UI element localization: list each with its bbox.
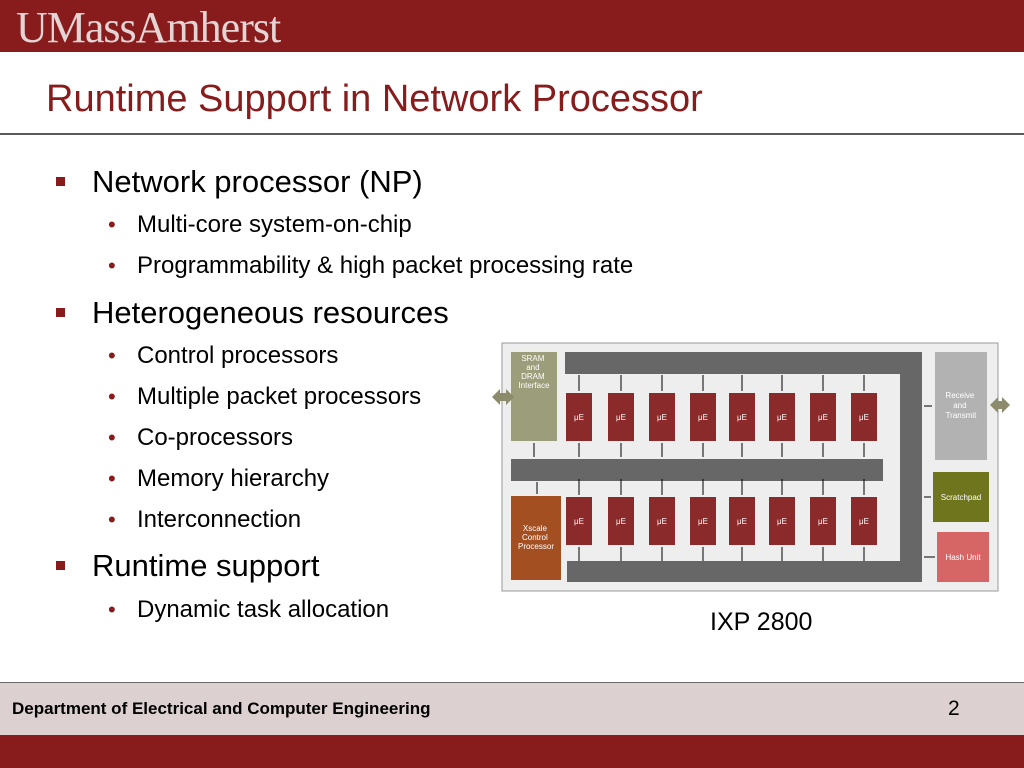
side-connectors — [533, 405, 935, 558]
bottom-row-microengine-1 — [566, 497, 592, 545]
bullet-list: Network processor (NP) • Multi-core syst… — [0, 0, 633, 660]
bullet-dot-icon: • — [108, 384, 116, 409]
sram-label-line-3: DRAM — [521, 372, 545, 381]
sub-bullet-memory-hierarchy: Memory hierarchy — [137, 465, 330, 492]
ixp2800-block-diagram: SRAM and DRAM Interface Xscale Control P… — [492, 342, 1010, 592]
bottom-banner — [0, 735, 1024, 768]
bullet-square-icon — [56, 177, 65, 186]
top-row-microengine-label-4: μE — [698, 413, 708, 422]
top-row-microengine-5 — [729, 393, 755, 441]
bullet-dot-icon: • — [108, 343, 116, 368]
top-row-microengine-label-8: μE — [859, 413, 869, 422]
xscale-label-line-1: Xscale — [523, 524, 548, 533]
top-row-microengine-6 — [769, 393, 795, 441]
bullet-dot-icon: • — [108, 507, 116, 532]
sub-bullet-dynamic-task-allocation: Dynamic task allocation — [137, 596, 390, 623]
rx-label-line-3: Transmit — [946, 411, 978, 420]
scratchpad-block — [933, 472, 989, 522]
bottom-row-microengine-4 — [690, 497, 716, 545]
microengine-row-bottom: μE μE μE μE μE μE μE μE — [566, 479, 877, 561]
footer-bar: Department of Electrical and Computer En… — [0, 683, 1024, 735]
sram-label: SRAM and DRAM Interface — [518, 354, 550, 390]
xscale-control-processor-block — [511, 496, 561, 580]
sub-bullet-control-processors: Control processors — [137, 342, 339, 369]
bullet-dot-icon: • — [108, 466, 116, 491]
middle-bus — [511, 459, 883, 481]
top-bus — [565, 352, 922, 374]
rx-label-line-1: Receive — [945, 391, 974, 400]
microengine-row-top: μE μE μE μE μE μE μE μE — [566, 375, 877, 457]
hash-unit-block — [937, 532, 989, 582]
bottom-row-microengine-label-1: μE — [574, 517, 584, 526]
bottom-row-microengine-8 — [851, 497, 877, 545]
top-row-microengine-2 — [608, 393, 634, 441]
bullet-square-icon — [56, 308, 65, 317]
bottom-row-microengine-label-7: μE — [818, 517, 828, 526]
top-row-microengine-3 — [649, 393, 675, 441]
footer-divider — [0, 682, 1024, 683]
top-row-microengine-8 — [851, 393, 877, 441]
sub-bullet-packet-processors: Multiple packet processors — [137, 383, 422, 410]
bottom-row-microengine-label-4: μE — [698, 517, 708, 526]
top-row-microengine-label-1: μE — [574, 413, 584, 422]
sub-bullet-programmability: Programmability & high packet processing… — [137, 252, 634, 279]
bottom-row-microengine-2 — [608, 497, 634, 545]
top-banner: UMassAmherst — [0, 0, 1024, 52]
bullet-runtime-support: Runtime support — [92, 548, 320, 583]
bullet-dot-icon: • — [108, 253, 116, 278]
slide-title: Runtime Support in Network Processor — [46, 78, 703, 120]
top-row-microengine-label-6: μE — [777, 413, 787, 422]
bottom-row-microengine-label-5: μE — [737, 517, 747, 526]
receive-transmit-block — [935, 352, 987, 460]
xscale-label: Xscale Control Processor — [518, 524, 554, 551]
figure-caption: IXP 2800 — [710, 608, 813, 636]
top-row-microengine-1 — [566, 393, 592, 441]
sub-bullet-coprocessors: Co-processors — [137, 424, 294, 451]
bottom-row-microengine-label-3: μE — [657, 517, 667, 526]
top-row-microengine-7 — [810, 393, 836, 441]
sub-bullet-interconnection: Interconnection — [137, 506, 302, 533]
department-name: Department of Electrical and Computer En… — [12, 699, 431, 718]
bottom-row-microengine-label-2: μE — [616, 517, 626, 526]
bottom-row-microengine-7 — [810, 497, 836, 545]
sram-label-line-2: and — [526, 363, 539, 372]
sram-label-line-1: SRAM — [521, 354, 544, 363]
sub-bullet-multicore: Multi-core system-on-chip — [137, 211, 412, 238]
bottom-row-microengine-label-6: μE — [777, 517, 787, 526]
top-row-microengine-label-3: μE — [657, 413, 667, 422]
right-external-arrow-icon — [990, 397, 1010, 413]
sram-dram-interface-block — [511, 352, 557, 441]
bottom-row-microengine-5 — [729, 497, 755, 545]
xscale-label-line-3: Processor — [518, 542, 554, 551]
rx-label: Receive and Transmit — [945, 391, 977, 420]
umass-logo: UMassAmherst — [16, 3, 281, 52]
bullet-square-icon — [56, 561, 65, 570]
bullet-dot-icon: • — [108, 425, 116, 450]
title-divider — [0, 133, 1024, 135]
scratchpad-label: Scratchpad — [941, 493, 981, 502]
bottom-row-microengine-3 — [649, 497, 675, 545]
left-external-arrow-icon — [492, 389, 514, 405]
page-number: 2 — [948, 697, 960, 720]
bullet-network-processor: Network processor (NP) — [92, 164, 423, 199]
top-row-microengine-label-7: μE — [818, 413, 828, 422]
right-bus — [900, 364, 922, 582]
bullet-dot-icon: • — [108, 212, 116, 237]
hash-unit-label: Hash Unit — [945, 553, 981, 562]
sram-label-line-4: Interface — [518, 381, 550, 390]
xscale-label-line-2: Control — [522, 533, 548, 542]
bottom-row-microengine-6 — [769, 497, 795, 545]
bottom-bus — [567, 561, 922, 582]
bottom-row-microengine-label-8: μE — [859, 517, 869, 526]
rx-label-line-2: and — [953, 401, 966, 410]
top-row-microengine-label-5: μE — [737, 413, 747, 422]
bullet-dot-icon: • — [108, 597, 116, 622]
bullet-heterogeneous-resources: Heterogeneous resources — [92, 295, 449, 330]
top-row-microengine-label-2: μE — [616, 413, 626, 422]
top-row-microengine-4 — [690, 393, 716, 441]
